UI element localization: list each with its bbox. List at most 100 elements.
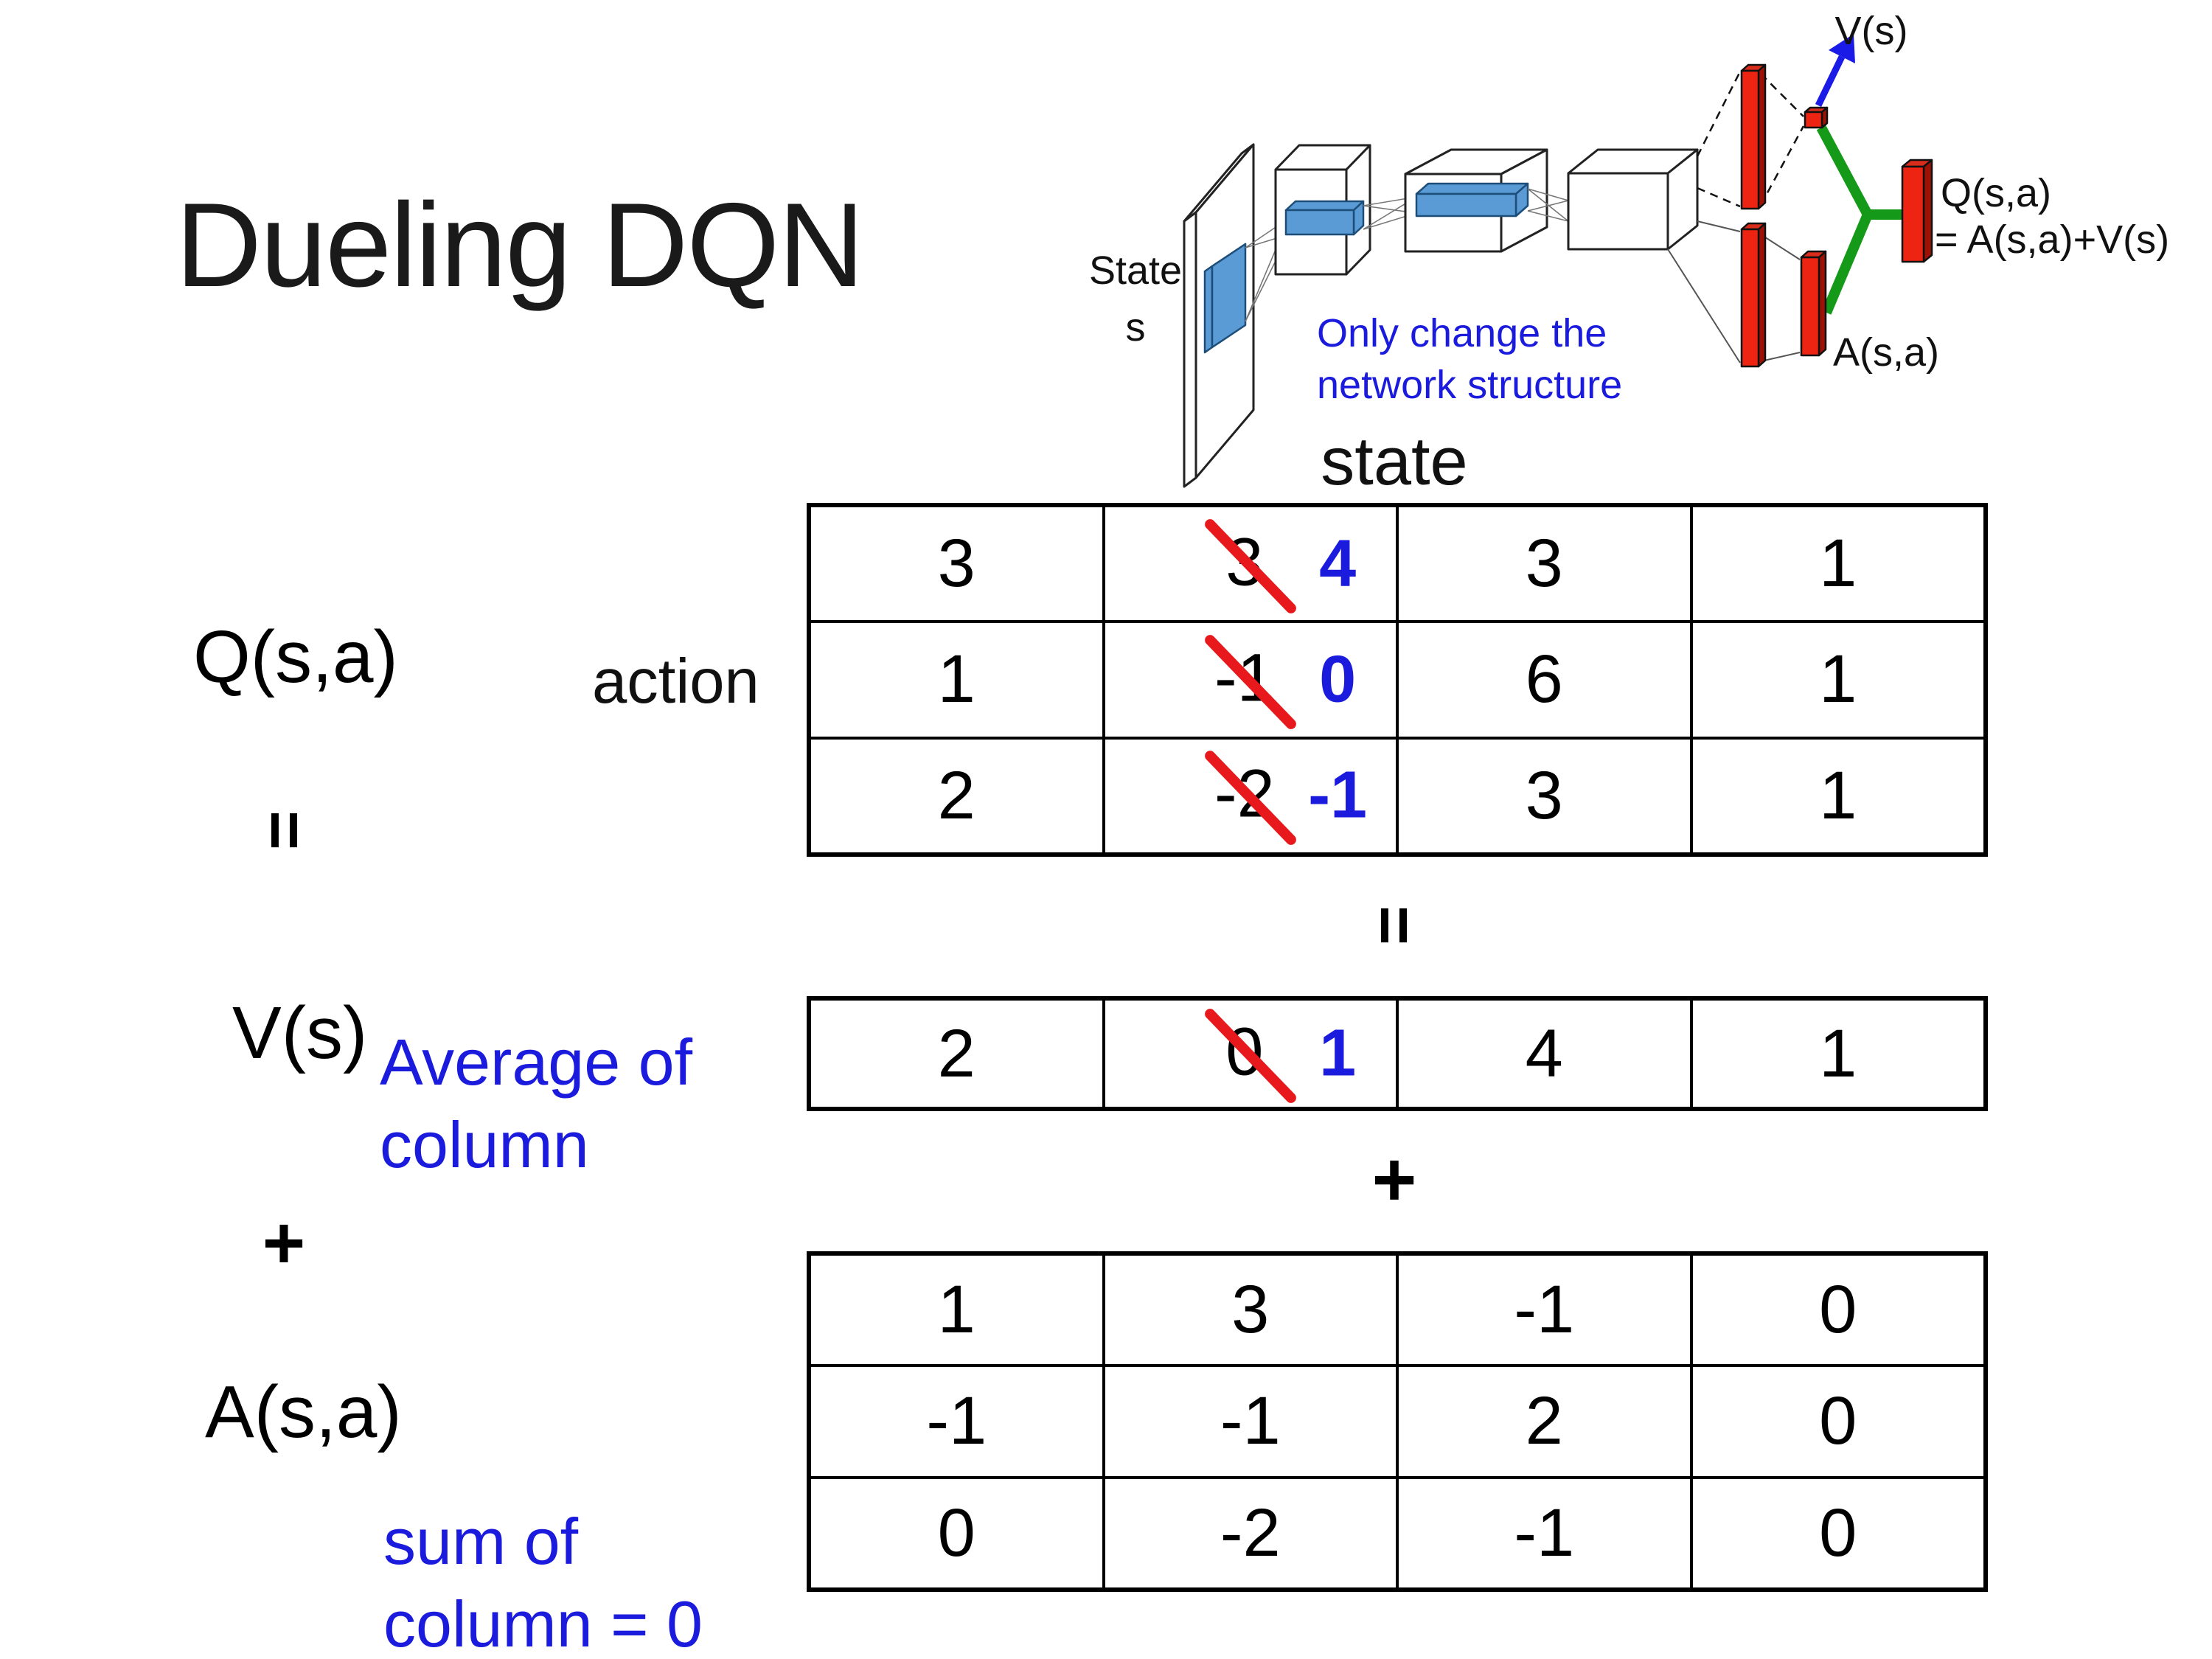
value-hidden-bar [1740,63,1767,210]
a-table-cell: -1 [1397,1477,1691,1589]
cell-value: 6 [1525,641,1563,717]
conv-wires-1 [1245,218,1290,322]
cell-value: -2 [1220,1495,1281,1571]
action-label: action [592,647,759,717]
conv-box-1 [1274,144,1371,276]
q-table-cell: 3 [1397,737,1691,854]
state-header: state [1321,424,1468,499]
v-table-cell: 2 [810,999,1104,1108]
cell-value: 0 [1819,1495,1857,1571]
cell-value: 1 [1819,757,1857,833]
q-table-cell: -2-1 [1103,737,1397,854]
v-output-label: V(s) [1835,9,1908,53]
v-table-cell: 4 [1397,999,1691,1108]
feature-map-2 [1415,182,1529,218]
cell-value: 2 [937,757,975,833]
sum-note-line1: sum of [383,1505,579,1578]
cell-value: -1 [1514,1495,1575,1571]
a-table-cell: -1 [810,1366,1104,1478]
advantage-stream-lines [1667,220,1801,364]
cell-value: 0 [1819,1383,1857,1459]
cell-value: 0 [1819,1272,1857,1348]
average-note-line2: column [380,1108,589,1181]
q-table-cell: 3 [1397,506,1691,622]
a-matrix-label: A(s,a) [205,1371,402,1453]
v-row-table: 201 4 1 [807,996,1988,1111]
a-table-cell: 0 [1691,1254,1985,1366]
conv-filter-patch [1203,243,1247,354]
q-matrix-label: Q(s,a) [193,616,398,698]
state-input-label-line1: State [1089,248,1182,293]
input-plane [1183,143,1255,488]
q-table-cell: 1 [1691,737,1985,854]
state-input-label-line2: s [1126,305,1146,349]
a-table-cell: -1 [1103,1366,1397,1478]
cell-value: 1 [1819,526,1857,602]
conv-box-2 [1404,148,1548,253]
cell-value: 3 [1231,1272,1270,1348]
a-output-label: A(s,a) [1833,330,1939,375]
equals-sign-center: = [1357,905,1433,945]
cell-value: -1 [926,1383,987,1459]
new-value: 1 [1319,1016,1357,1091]
a-table-cell: 3 [1103,1254,1397,1366]
cell-value: 1 [1819,1015,1857,1091]
cell-value: 2 [1525,1383,1563,1459]
cell-value: 1 [937,1272,975,1348]
v-arrow-icon [1815,34,1855,107]
new-value: 4 [1319,526,1357,601]
a-table-cell: 0 [810,1477,1104,1589]
cell-value: 0 [937,1495,975,1571]
v-table-cell: 1 [1691,999,1985,1108]
equals-sign-left: = [247,810,323,850]
feature-map-1 [1284,200,1365,236]
a-table-cell: 2 [1397,1366,1691,1478]
q-table-cell: 6 [1397,622,1691,738]
plus-sign-left: + [262,1201,306,1284]
q-table-cell: 1 [1691,506,1985,622]
a-table-cell: 0 [1691,1477,1985,1589]
plus-sign-center: + [1371,1136,1417,1222]
v-scalar-box [1804,106,1829,129]
q-table-cell: 34 [1103,506,1397,622]
page-title: Dueling DQN [175,178,864,312]
cell-value: 3 [1525,526,1563,602]
q-output-bar [1901,159,1933,263]
q-table-cell: -10 [1103,622,1397,738]
fc-box [1567,148,1699,251]
a-vector-bar [1800,250,1827,357]
diagram-note-line2: network structure [1317,363,1622,407]
q-output-label-line2: = A(s,a)+V(s) [1935,218,2169,262]
a-table-cell: -1 [1397,1254,1691,1366]
sum-note-line2: column = 0 [383,1587,703,1659]
q-output-label-line1: Q(s,a) [1941,171,2051,215]
cell-value: 4 [1525,1015,1563,1091]
v-matrix-label: V(s) [232,992,368,1074]
a-table: 1 3 -1 0 -1 -1 2 0 0 -2 -1 0 [807,1251,1988,1592]
q-table-cell: 1 [1691,622,1985,738]
q-table-cell: 3 [810,506,1104,622]
a-table-cell: 1 [810,1254,1104,1366]
average-note-line1: Average of [380,1026,693,1099]
cell-value: -1 [1514,1272,1575,1348]
aggregation-connector [1816,125,1902,315]
new-value: 0 [1319,642,1357,717]
cell-value: 1 [937,641,975,717]
conv-wires-2 [1363,196,1417,230]
v-table-cell: 01 [1103,999,1397,1108]
q-table-cell: 2 [810,737,1104,854]
a-table-cell: -2 [1103,1477,1397,1589]
cell-value: 3 [937,526,975,602]
cell-value: 3 [1525,757,1563,833]
advantage-hidden-bar [1740,222,1767,368]
cell-value: -1 [1220,1383,1281,1459]
cell-value: 1 [1819,641,1857,717]
new-value: -1 [1308,758,1368,832]
a-table-cell: 0 [1691,1366,1985,1478]
diagram-note-line1: Only change the [1317,311,1607,355]
value-stream-dashed-lines [1696,71,1805,208]
q-table-cell: 1 [810,622,1104,738]
conv-wires-3 [1527,188,1569,222]
